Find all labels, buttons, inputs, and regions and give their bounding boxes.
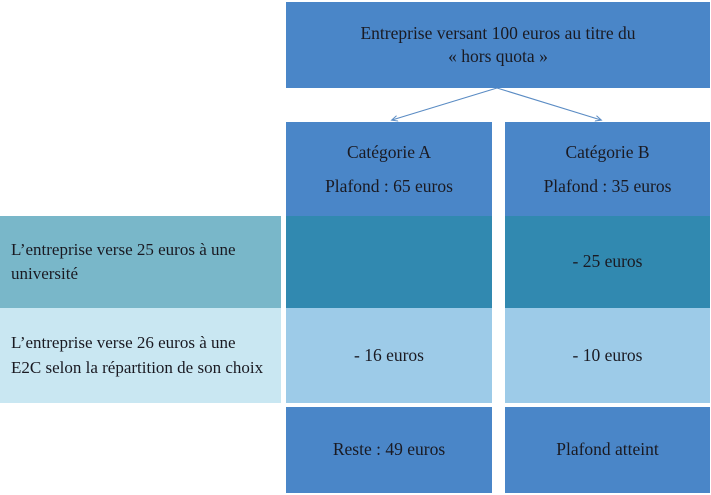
cell-b-university-value: - 25 euros [572,251,643,272]
cell-b-e2c: - 10 euros [505,308,710,403]
cell-b-total-value: Plafond atteint [556,439,659,460]
category-b-header: Catégorie B Plafond : 35 euros [505,122,710,216]
arrow-to-category-a [392,87,498,120]
cell-a-e2c: - 16 euros [286,308,492,403]
cell-a-university [286,216,492,308]
source-box-line-2: « hors quota » [448,46,548,66]
cell-b-university: - 25 euros [505,216,710,308]
row-label-e2c: L’entreprise verse 26 euros à une E2C se… [0,308,281,403]
category-b-name: Catégorie B [565,142,650,163]
source-box-line-1: Entreprise versant 100 euros au titre du [360,22,636,43]
cell-b-total: Plafond atteint [505,407,710,493]
category-b-cap: Plafond : 35 euros [543,176,672,197]
row-label-university: L’entreprise verse 25 euros à une univer… [0,216,281,308]
row-label-university-text: L’entreprise verse 25 euros à une univer… [11,239,236,283]
cell-b-e2c-value: - 10 euros [572,344,643,365]
category-a-name: Catégorie A [346,142,432,163]
category-a-header: Catégorie A Plafond : 65 euros [286,122,492,216]
cell-a-total-value: Reste : 49 euros [332,439,446,460]
cell-a-total: Reste : 49 euros [286,407,492,493]
row-label-e2c-text: L’entreprise verse 26 euros à une E2C se… [11,333,264,377]
cell-a-e2c-value: - 16 euros [354,344,424,365]
category-a-cap: Plafond : 65 euros [325,176,453,197]
source-box: Entreprise versant 100 euros au titre du… [286,2,710,88]
arrow-to-category-b [496,87,601,120]
